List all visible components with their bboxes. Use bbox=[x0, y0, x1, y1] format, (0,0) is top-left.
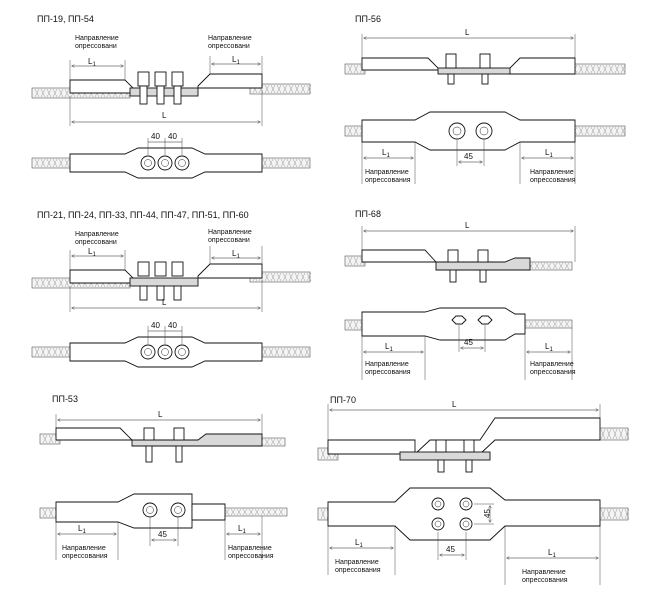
svg-text:L: L bbox=[158, 410, 163, 419]
label-direction-right: Направление bbox=[208, 35, 252, 42]
svg-text:Направление: Направление bbox=[530, 361, 574, 368]
svg-text:L1: L1 bbox=[232, 249, 240, 260]
svg-text:L1: L1 bbox=[385, 342, 393, 353]
svg-text:опрессования: опрессования bbox=[365, 177, 411, 184]
wire-hatch bbox=[42, 508, 60, 518]
dim-40-a: 40 bbox=[151, 132, 160, 141]
svg-text:L1: L1 bbox=[238, 524, 246, 535]
svg-text:Направление: Направление bbox=[365, 361, 409, 368]
svg-text:Направление: Направление bbox=[62, 545, 106, 552]
sleeve-right bbox=[197, 73, 263, 89]
svg-text:опрессования: опрессования bbox=[335, 567, 381, 574]
svg-text:L1: L1 bbox=[355, 538, 363, 549]
svg-text:опрессовани: опрессовани bbox=[208, 237, 250, 244]
svg-text:L1: L1 bbox=[545, 148, 553, 159]
svg-text:L1: L1 bbox=[88, 247, 96, 258]
svg-text:опрессования: опрессования bbox=[228, 553, 274, 560]
svg-text:Направление: Направление bbox=[522, 569, 566, 576]
svg-text:L: L bbox=[162, 298, 167, 307]
wire-hatch bbox=[600, 428, 630, 440]
sleeve-left bbox=[69, 79, 140, 94]
svg-text:45: 45 bbox=[158, 530, 167, 539]
svg-text:Направление: Направление bbox=[75, 231, 119, 238]
drawing-pp56: ПП-56 L 45 L1 L1 Направление опрессовани… bbox=[344, 14, 626, 184]
svg-text:45: 45 bbox=[464, 152, 473, 161]
bolt-group bbox=[137, 71, 184, 105]
svg-text:40: 40 bbox=[168, 321, 177, 330]
label-direction-left: Направление bbox=[75, 35, 119, 42]
svg-text:Направление: Направление bbox=[530, 169, 574, 176]
svg-text:L: L bbox=[465, 221, 470, 230]
svg-text:опрессования: опрессования bbox=[522, 577, 568, 584]
svg-text:40: 40 bbox=[151, 321, 160, 330]
wire-hatch bbox=[42, 434, 60, 444]
title-pp68: ПП-68 bbox=[355, 209, 381, 219]
dim-40-b: 40 bbox=[168, 132, 177, 141]
svg-text:Направление: Направление bbox=[208, 229, 252, 236]
wire-right bbox=[249, 83, 311, 95]
title-pp56: ПП-56 bbox=[355, 14, 381, 24]
svg-text:Направление: Направление bbox=[228, 545, 272, 552]
dim-L: L bbox=[162, 111, 167, 120]
svg-text:опрессовани: опрессовани bbox=[75, 239, 117, 246]
dim-L1-right: L1 bbox=[232, 55, 240, 66]
svg-text:опрессования: опрессования bbox=[530, 177, 576, 184]
dim-L1-left: L1 bbox=[88, 57, 96, 68]
svg-text:опрессования: опрессования bbox=[62, 553, 108, 560]
svg-text:L1: L1 bbox=[382, 148, 390, 159]
svg-text:45: 45 bbox=[446, 545, 455, 554]
drawing-pp70: ПП-70 L 45 45 L1 L1 Направление опрессов… bbox=[317, 395, 630, 585]
svg-text:L: L bbox=[452, 400, 457, 409]
svg-text:45: 45 bbox=[483, 509, 492, 518]
wire-hatch bbox=[600, 508, 630, 520]
wire-hatch bbox=[224, 508, 284, 516]
dim-L: L bbox=[465, 28, 470, 37]
svg-text:опрессования: опрессования bbox=[530, 369, 576, 376]
svg-text:L1: L1 bbox=[78, 524, 86, 535]
label-crimp-right: опрессовани bbox=[208, 43, 250, 50]
drawing-pp53: ПП-53 L 45 L1 L1 Направление опрессовани… bbox=[39, 394, 288, 560]
drawing-pp21: ПП-21, ПП-24, ПП-33, ПП-44, ПП-47, ПП-51… bbox=[31, 210, 312, 368]
svg-text:L1: L1 bbox=[548, 548, 556, 559]
drawing-pp68: ПП-68 L 45 L1 L1 Направление опрессовани… bbox=[344, 209, 576, 380]
title-pp70: ПП-70 bbox=[330, 395, 356, 405]
title-pp21: ПП-21, ПП-24, ПП-33, ПП-44, ПП-47, ПП-51… bbox=[37, 210, 249, 220]
wire-hatch bbox=[347, 320, 365, 330]
wire-hatch bbox=[347, 126, 365, 136]
svg-text:опрессования: опрессования bbox=[365, 369, 411, 376]
svg-text:45: 45 bbox=[464, 338, 473, 347]
svg-text:Направление: Направление bbox=[365, 169, 409, 176]
title-pp19: ПП-19, ПП-54 bbox=[37, 14, 94, 24]
wire-hatch bbox=[252, 84, 312, 94]
wire-hatch bbox=[347, 64, 365, 74]
wire-hatch bbox=[347, 256, 365, 266]
svg-text:L1: L1 bbox=[545, 342, 553, 353]
svg-text:Направление: Направление bbox=[335, 559, 379, 566]
title-pp53: ПП-53 bbox=[52, 394, 78, 404]
label-crimp-left: опрессовани bbox=[75, 43, 117, 50]
drawing-pp19: ПП-19, ПП-54 L1 L1 L Направление опрессо… bbox=[31, 14, 312, 179]
